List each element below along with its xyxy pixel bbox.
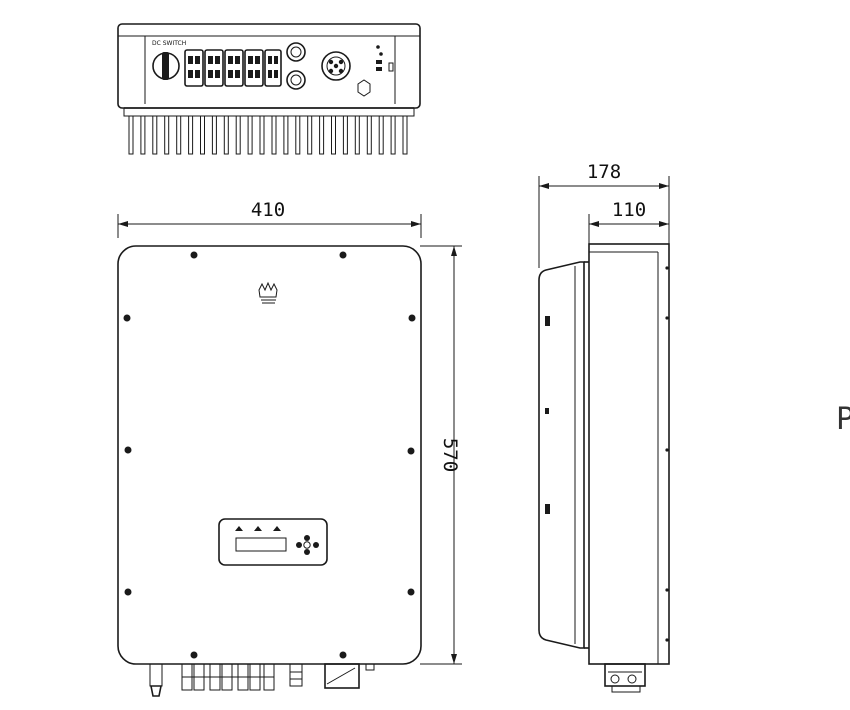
- heat-sink-fin: [140, 115, 146, 155]
- lcd-screen: [235, 537, 287, 552]
- heat-sink-fin: [235, 115, 241, 155]
- heat-sink-fin: [223, 115, 229, 155]
- bottom-view: DC SWITCH: [117, 23, 421, 155]
- ac-connector-icon: [321, 51, 351, 81]
- svg-text:DC SWITCH: DC SWITCH: [152, 40, 186, 47]
- button-ok-icon: [303, 541, 311, 549]
- heat-sink-fins: [128, 115, 408, 155]
- heat-sink-fin: [128, 115, 134, 155]
- heat-sink-fin: [176, 115, 182, 155]
- heat-sink-fin: [200, 115, 205, 155]
- heat-sink-fin: [354, 115, 360, 155]
- led-indicator-icon: [235, 526, 243, 531]
- button-right-icon: [313, 542, 319, 548]
- heat-sink-fin: [342, 115, 348, 155]
- height-dimension-label: 570: [439, 438, 461, 472]
- heat-sink-fin: [152, 115, 158, 155]
- pv-connectors: [184, 49, 282, 87]
- led-indicator-icon: [254, 526, 262, 531]
- inverter-front-panel: [117, 245, 422, 665]
- heat-sink-fin: [283, 115, 289, 155]
- heat-sink-fin: [307, 115, 313, 155]
- dc-switch-icon: DC SWITCH: [152, 40, 186, 80]
- heat-sink-fin: [402, 115, 408, 155]
- communication-ports: [286, 42, 306, 90]
- heat-sink-fin: [271, 115, 277, 155]
- front-view: 410: [117, 199, 462, 697]
- ground-bolt-icon: [357, 79, 371, 97]
- heat-sink-fin: [331, 115, 336, 155]
- heat-sink-fin: [319, 115, 325, 155]
- button-up-icon: [304, 535, 310, 541]
- heat-sink-fin: [378, 115, 384, 155]
- total-depth-dimension-label: 178: [587, 161, 621, 183]
- body-depth-dimension-label: 110: [612, 199, 646, 221]
- led-indicator-icon: [273, 526, 281, 531]
- bottom-connectors: [149, 663, 375, 697]
- inverter-body-side: [588, 243, 670, 665]
- heat-sink-fin: [188, 115, 194, 155]
- edge-cutoff-text: P: [836, 402, 850, 437]
- button-down-icon: [304, 549, 310, 555]
- heat-sink-fin: [211, 115, 217, 155]
- heat-sink-fin: [390, 115, 396, 155]
- lcd-control-panel: [218, 518, 328, 566]
- button-left-icon: [296, 542, 302, 548]
- heat-sink-fin: [164, 115, 170, 155]
- heat-sink-fin: [247, 115, 253, 155]
- brand-logo-icon: [258, 281, 278, 304]
- heat-sink-fin: [295, 115, 301, 155]
- side-view: 178 110: [538, 161, 670, 693]
- heat-sink-fin: [259, 115, 265, 155]
- heat-sink-side: [538, 261, 585, 649]
- heat-sink-fin: [366, 115, 372, 155]
- width-dimension-label: 410: [251, 199, 285, 221]
